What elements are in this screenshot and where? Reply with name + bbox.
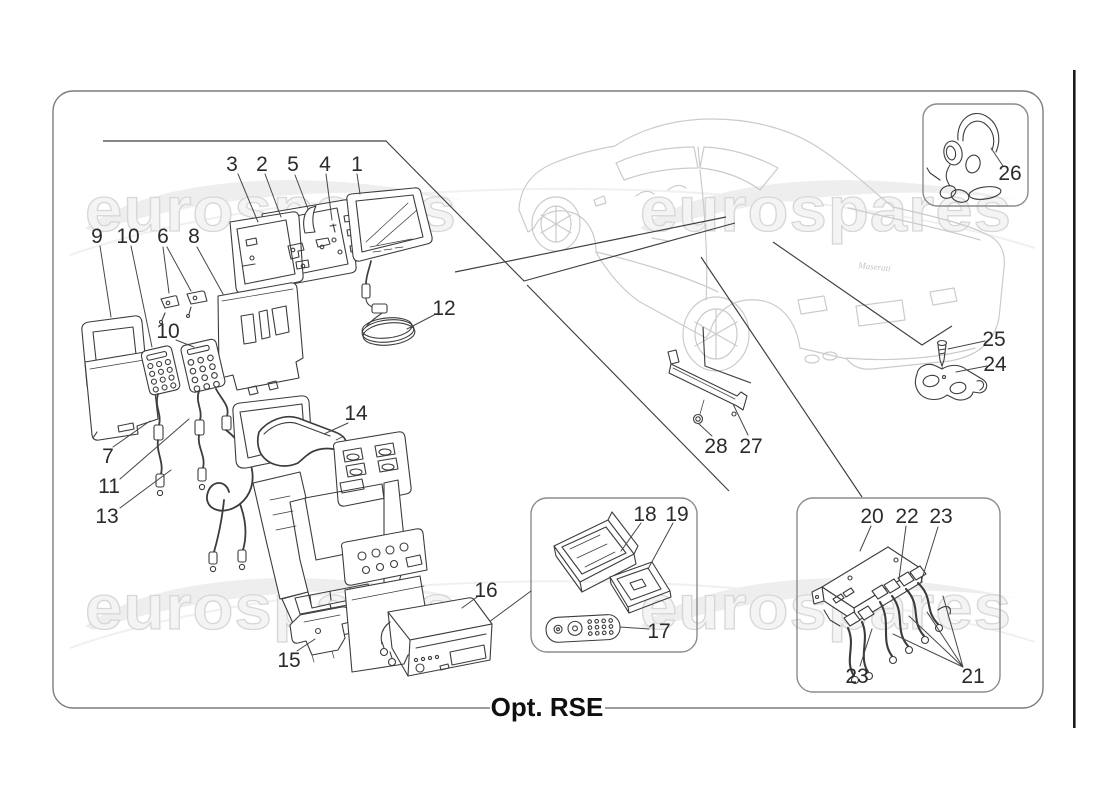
diagram-title: Opt. RSE (491, 692, 604, 722)
callout-14: 14 (344, 402, 368, 425)
callout-2: 2 (256, 153, 268, 176)
retaining-strap (303, 205, 317, 234)
callout-21: 21 (961, 665, 984, 688)
callout-23: 23 (845, 665, 868, 688)
watermark-text: eurospares (640, 175, 1012, 245)
callout-26: 26 (998, 162, 1021, 185)
cradle-bracket (914, 363, 988, 401)
callout-17: 17 (647, 620, 670, 643)
cable-coil (361, 312, 416, 346)
callout-leaders (99, 147, 1004, 668)
support-bracket (289, 606, 351, 663)
callout-7: 7 (102, 445, 114, 468)
watermark-text: eurospares (640, 573, 1012, 643)
headphones-box (922, 103, 1029, 207)
switch-tray (340, 528, 428, 586)
callout-22: 22 (895, 505, 918, 528)
callout-28: 28 (704, 435, 727, 458)
callout-23: 23 (929, 505, 952, 528)
page-edge-bar (1073, 70, 1076, 728)
support-rail (667, 349, 748, 425)
trim-cowl (256, 415, 348, 467)
callout-16: 16 (474, 579, 497, 602)
callout-13: 13 (95, 505, 118, 528)
remote-control (545, 614, 621, 643)
keypad-left (140, 345, 181, 396)
module-connectors (843, 565, 927, 627)
detail-boxes (488, 103, 1029, 693)
callout-5: 5 (287, 153, 299, 176)
callout-19: 19 (665, 503, 688, 526)
callout-20: 20 (860, 505, 883, 528)
callout-11: 11 (98, 475, 120, 498)
callout-6: 6 (157, 225, 169, 248)
roof-monitor-assembly (81, 187, 433, 573)
keypad-right (180, 338, 226, 393)
module-cables (846, 581, 951, 685)
control-module (811, 546, 951, 685)
head-unit (379, 597, 493, 677)
media-disc (609, 561, 672, 614)
monitor-cable (361, 260, 388, 314)
callout-27: 27 (739, 435, 762, 458)
callout-3: 3 (226, 153, 238, 176)
callout-10: 10 (116, 225, 139, 248)
callout-24: 24 (983, 353, 1007, 376)
callout-18: 18 (633, 503, 656, 526)
location-pointer-lines (103, 140, 953, 498)
ghost-car: Maserati (518, 118, 1005, 372)
accessory-kit-box (530, 497, 698, 653)
callout-10: 10 (156, 320, 179, 343)
car-badge: Maserati (857, 260, 892, 273)
control-module-box (796, 497, 1001, 693)
mount-brackets (158, 290, 208, 325)
center-console-assembly (232, 395, 493, 677)
monitor-screen (346, 187, 433, 262)
callout-12: 12 (432, 297, 455, 320)
title-backing (490, 692, 605, 722)
callout-9: 9 (91, 225, 103, 248)
headphones (926, 113, 1002, 203)
callout-25: 25 (982, 328, 1005, 351)
roof-console-housing (217, 282, 304, 396)
roof-panel (84, 351, 159, 441)
title-block: Opt. RSE (490, 692, 605, 722)
callout-1: 1 (351, 153, 363, 176)
callout-15: 15 (277, 649, 300, 672)
callout-4: 4 (319, 153, 331, 176)
callout-8: 8 (188, 225, 200, 248)
keypad-cables (153, 388, 254, 573)
storage-tray (553, 511, 639, 593)
